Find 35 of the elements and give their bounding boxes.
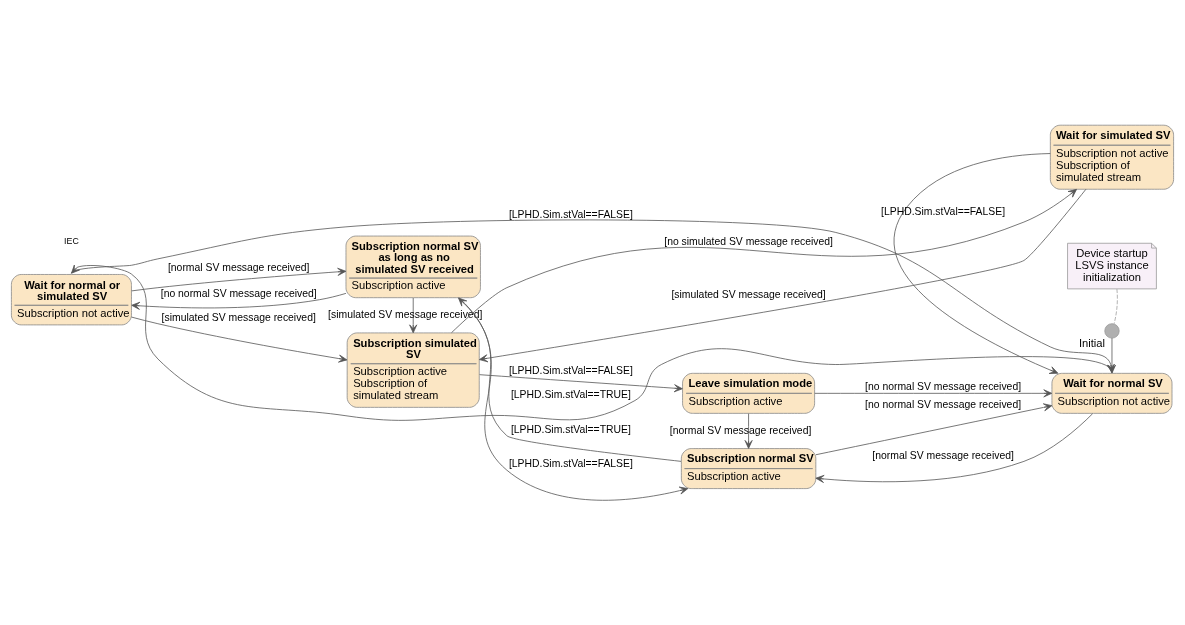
edge-label: [simulated SV message received]	[161, 311, 316, 323]
connector	[1113, 288, 1118, 324]
edge-label: [no normal SV message received]	[865, 380, 1022, 392]
arrow	[131, 292, 347, 310]
node-circle	[1104, 322, 1120, 338]
edge-label: [LPHD.Sim.stVal==FALSE]	[508, 457, 633, 469]
node-box: Subscription normal SV Subscription active	[680, 447, 817, 489]
edge-label: [no normal SV message received]	[160, 287, 317, 299]
arrow	[744, 412, 753, 449]
edge-label: [normal SV message received]	[872, 449, 1014, 460]
edge-label: [normal SV message received]	[669, 424, 812, 436]
edge-label: [LPHD.Sim.stVal==TRUE]	[510, 388, 631, 400]
edge-label: [no simulated SV message received]	[664, 235, 833, 247]
arrow	[815, 402, 1053, 455]
edge-label: [LPHD.Sim.stVal==FALSE]	[508, 364, 633, 376]
edge-label: [LPHD.Sim.stVal==FALSE]	[881, 205, 1006, 217]
edge-label: [LPHD.Sim.stVal==TRUE]	[510, 423, 631, 435]
edge-label: [no normal SV message received]	[865, 398, 1022, 410]
arrow	[814, 388, 1053, 397]
node-label: Initial	[1078, 336, 1106, 349]
arrow	[893, 152, 1059, 374]
arrow	[458, 297, 682, 462]
arrow	[451, 188, 1077, 333]
edge-label: [normal SV message received]	[167, 261, 310, 273]
edge-label: [LPHD.Sim.stVal==FALSE]	[508, 208, 633, 220]
arrow	[815, 412, 1094, 483]
arrow	[131, 316, 348, 363]
label: IEC	[64, 235, 79, 246]
edge-label: [simulated SV message received]	[671, 288, 826, 300]
arrow	[479, 373, 683, 392]
edge-label: [simulated SV message received]	[328, 308, 483, 320]
arrow	[458, 296, 689, 501]
arrow	[479, 188, 1087, 362]
arrow	[131, 267, 347, 291]
arrow	[409, 297, 418, 333]
